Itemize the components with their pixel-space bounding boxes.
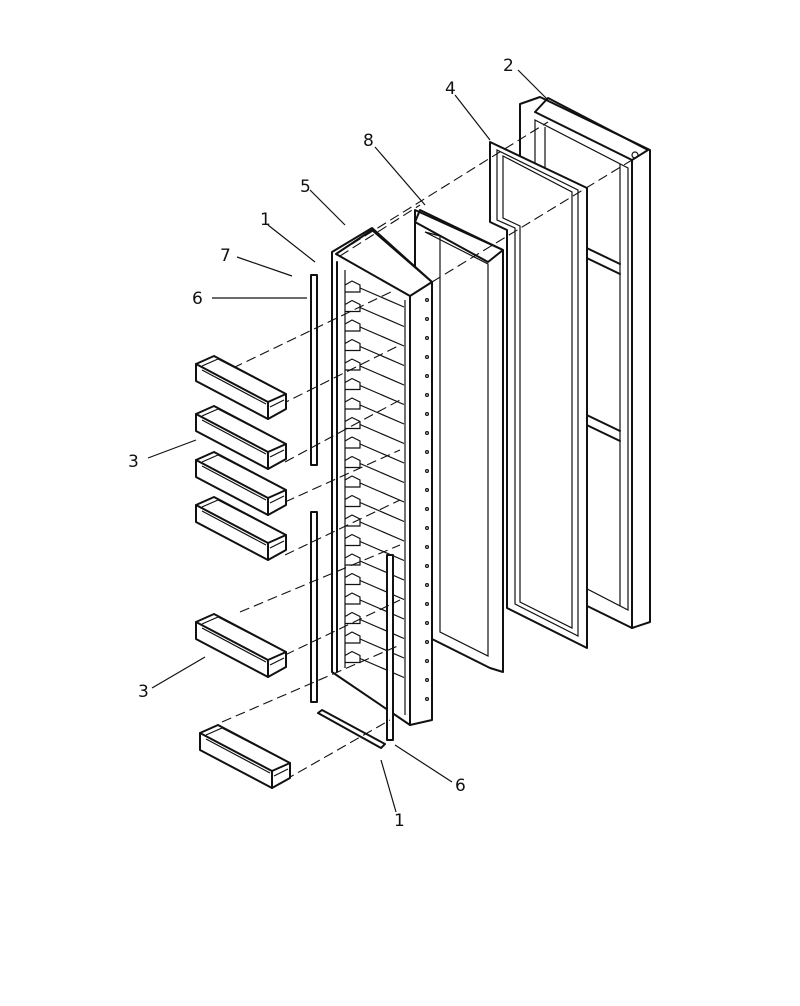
door-bin [195, 355, 287, 420]
shelf-rib [344, 397, 361, 410]
shelf-rib-edge [359, 599, 405, 620]
callout-8: 8 [363, 131, 374, 151]
callout-3-upper: 3 [128, 452, 139, 472]
shelf-rib [344, 475, 361, 488]
mounting-hole [425, 639, 430, 644]
shelf-rib [344, 436, 361, 449]
shelf-rib-edge [359, 657, 405, 679]
shelf-rib-edge [359, 443, 405, 464]
mounting-hole [425, 507, 430, 512]
mounting-hole [425, 544, 430, 549]
door-bin [195, 451, 287, 516]
mounting-hole [425, 431, 430, 436]
callout-2: 2 [503, 56, 514, 76]
shelf-rib [344, 280, 361, 293]
shelf-rib-edge [359, 482, 405, 503]
alignment-lines [221, 121, 633, 781]
mounting-hole [425, 317, 430, 322]
mounting-hole [425, 525, 430, 530]
shelf-rib [344, 319, 361, 332]
shelf-rib [344, 533, 361, 547]
callout-1-lower: 1 [394, 811, 405, 831]
liner-shelf-ribs [344, 280, 405, 679]
door-bins [195, 355, 291, 789]
mounting-hole [425, 336, 430, 341]
mounting-hole [425, 450, 430, 455]
mounting-hole [425, 677, 430, 682]
shelf-rib-edge [359, 423, 405, 445]
mounting-hole [425, 393, 430, 398]
shelf-rib [344, 338, 361, 352]
shelf-rib [344, 592, 361, 605]
shelf-rib-edge [359, 540, 405, 562]
shelf-rib [344, 631, 361, 644]
mounting-hole [425, 582, 430, 587]
shelf-rib-edge [359, 462, 405, 484]
mounting-hole [425, 374, 430, 379]
liner-holes [425, 298, 430, 701]
door-liner [331, 227, 433, 726]
mounting-hole [425, 488, 430, 493]
shelf-rib-edge [359, 560, 405, 581]
callout-7: 7 [220, 246, 231, 266]
shelf-rib [344, 377, 361, 391]
callout-labels: 2 4 8 5 1 7 6 3 3 6 1 [128, 56, 514, 831]
door-gasket [489, 141, 588, 649]
shelf-rib [344, 553, 361, 566]
shelf-rib-edge [359, 326, 405, 347]
retainer-bar-lower [317, 709, 386, 749]
door-bin [195, 496, 287, 561]
shelf-rib [344, 650, 361, 664]
leader-lines [147, 69, 549, 813]
shelf-rib-edge [359, 365, 405, 386]
shelf-rib [344, 455, 361, 469]
shelf-rib [344, 611, 361, 625]
callout-5: 5 [300, 177, 311, 197]
shelf-rail-lower [310, 511, 318, 703]
shelf-rib-edge [359, 345, 405, 367]
door-bin [195, 613, 287, 678]
mounting-hole [425, 412, 430, 417]
shelf-rail-upper [310, 274, 318, 466]
door-bin [195, 405, 287, 470]
shelf-rib [344, 358, 361, 371]
callout-1-upper: 1 [260, 210, 271, 230]
shelf-rib [344, 416, 361, 430]
callout-6-lower: 6 [455, 776, 466, 796]
callout-3-lower: 3 [138, 682, 149, 702]
door-bin [199, 724, 291, 789]
mounting-hole [425, 355, 430, 360]
shelf-rib [344, 299, 361, 313]
shelf-rib-edge [359, 579, 405, 601]
shelf-rib-edge [359, 521, 405, 542]
mounting-hole [425, 563, 430, 568]
callout-4: 4 [445, 79, 456, 99]
mounting-hole [425, 696, 430, 701]
shelf-rib-edge [359, 287, 405, 308]
mounting-hole [425, 658, 430, 663]
shelf-rib-edge [359, 501, 405, 523]
shelf-rib-edge [359, 306, 405, 328]
shelf-rail-right [386, 554, 394, 741]
shelf-rib-edge [359, 638, 405, 659]
callout-6-upper: 6 [192, 289, 203, 309]
mounting-hole [425, 469, 430, 474]
shelf-rib [344, 572, 361, 586]
shelf-rib-edge [359, 618, 405, 640]
shelf-rib [344, 494, 361, 508]
mounting-hole [425, 620, 430, 625]
shelf-rib-edge [359, 404, 405, 425]
mounting-hole [425, 601, 430, 606]
mounting-hole [425, 298, 430, 303]
